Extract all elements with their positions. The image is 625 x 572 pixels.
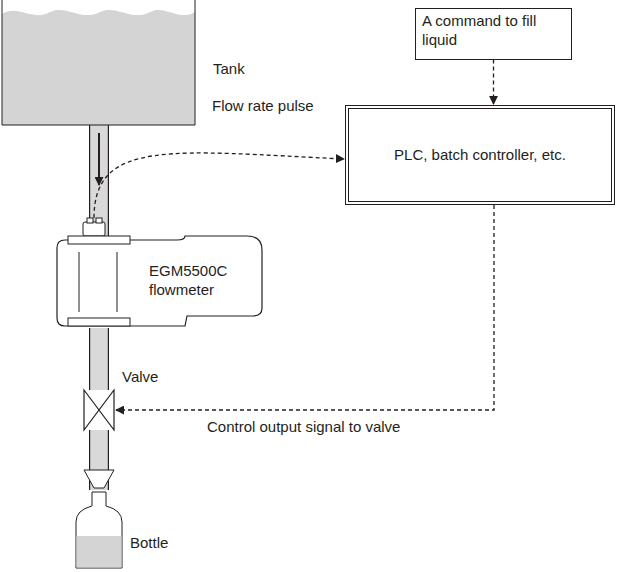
tank-outline [2, 0, 195, 125]
command-box: A command to fill liquid [415, 8, 572, 60]
bottle-outline [76, 470, 122, 568]
connector [94, 153, 344, 218]
connector [99, 328, 100, 390]
flowmeter: EGM5500C flowmeter [57, 238, 262, 328]
node-label: Valve [122, 368, 158, 387]
valve-symbol-outline [84, 390, 114, 430]
node-label: Bottle [130, 534, 168, 553]
connector [493, 60, 494, 105]
edge-label: Flow rate pulse [210, 97, 316, 116]
controller-box: PLC, batch controller, etc. [345, 105, 615, 205]
node-label: EGM5500C flowmeter [149, 262, 249, 300]
node-label: PLC, batch controller, etc. [386, 146, 574, 165]
tank: Tank [2, 0, 195, 125]
node-label: Tank [213, 60, 245, 79]
valve-symbol: Valve [84, 390, 114, 430]
edge-label: Control output signal to valve [205, 418, 402, 437]
bottle: Bottle [76, 470, 122, 568]
node-label: A command to fill liquid [416, 9, 571, 53]
